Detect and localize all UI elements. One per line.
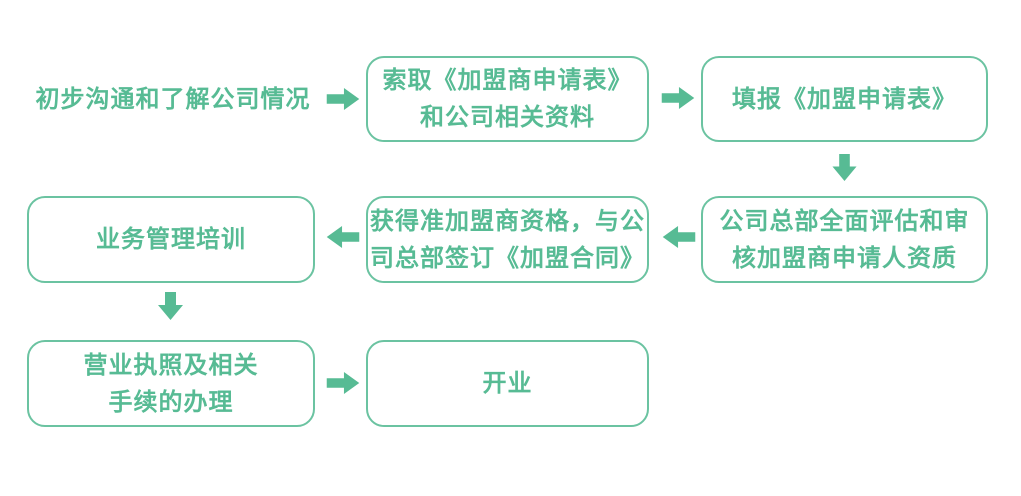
arrow-down-icon — [158, 292, 183, 320]
arrow-right-icon — [661, 87, 695, 109]
arrow-right-icon — [326, 88, 360, 110]
flow-step-text: 获得准加盟商资格，与公 — [370, 207, 645, 235]
flow-step-initial-communication: 初步沟通和了解公司情况 — [25, 56, 321, 142]
flow-step-text: 司总部签订《加盟合同》 — [370, 244, 645, 272]
flow-step-headquarters-evaluation: 公司总部全面评估和审 核加盟商申请人资质 — [701, 196, 988, 283]
flow-step-request-application-form: 索取《加盟商申请表》 和公司相关资料 — [366, 56, 649, 142]
flow-step-opening: 开业 — [366, 340, 649, 427]
arrow-down-icon — [832, 154, 857, 181]
flow-step-text: 开业 — [482, 370, 533, 397]
flow-step-sign-franchise-contract: 获得准加盟商资格，与公 司总部签订《加盟合同》 — [366, 196, 649, 283]
arrow-left-icon — [326, 226, 360, 248]
arrow-left-icon — [326, 226, 360, 248]
flow-step-business-license-procedures: 营业执照及相关 手续的办理 — [27, 340, 315, 427]
flow-step-fill-application-form: 填报《加盟申请表》 — [701, 56, 988, 142]
arrow-left-icon — [662, 226, 696, 248]
arrow-right-icon — [326, 372, 360, 394]
flow-step-text: 填报《加盟申请表》 — [732, 85, 957, 113]
flow-step-business-management-training: 业务管理培训 — [27, 196, 315, 283]
arrow-down-icon — [832, 154, 857, 181]
arrow-right-icon — [661, 87, 695, 109]
flow-step-text: 初步沟通和了解公司情况 — [35, 85, 311, 113]
flow-step-text: 核加盟商申请人资质 — [732, 244, 957, 272]
arrow-down-icon — [158, 292, 183, 320]
arrow-right-icon — [326, 88, 360, 110]
flow-step-text: 营业执照及相关 — [83, 351, 259, 379]
flow-step-text: 业务管理培训 — [96, 226, 246, 253]
flow-step-text: 公司总部全面评估和审 — [719, 207, 970, 235]
arrow-right-icon — [326, 372, 360, 394]
flow-step-text: 手续的办理 — [108, 388, 234, 416]
flow-step-text: 索取《加盟商申请表》 — [382, 67, 633, 94]
arrow-left-icon — [662, 226, 696, 248]
flow-step-text: 和公司相关资料 — [420, 104, 595, 131]
